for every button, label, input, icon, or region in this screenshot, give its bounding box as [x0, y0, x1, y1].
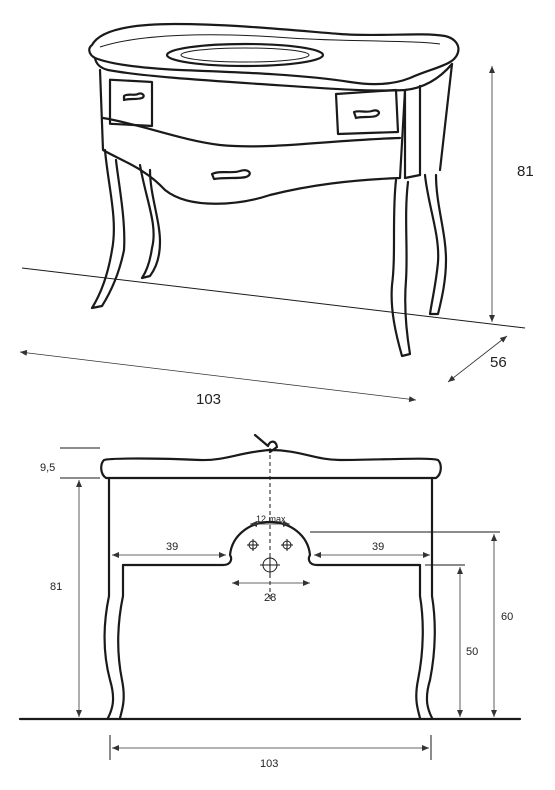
leg-front-left [90, 148, 126, 310]
total-height-label: 81 [50, 581, 62, 593]
leg-height-label: 50 [466, 646, 478, 658]
depth-dim-line [447, 335, 508, 383]
depth-label: 56 [490, 354, 507, 371]
leg-front-right [390, 178, 412, 358]
width-dim-line [19, 349, 417, 403]
drawer-right [334, 88, 400, 136]
front-width-label: 103 [260, 758, 278, 770]
arch-height-label: 60 [501, 611, 513, 623]
handle-right [352, 109, 381, 120]
front-countertop [100, 448, 442, 480]
drain-spacing-label: 28 [264, 592, 276, 604]
right-offset-label: 39 [372, 541, 384, 553]
basin-opening [165, 42, 325, 68]
left-offset-label: 39 [166, 541, 178, 553]
leg-back-left [138, 163, 162, 280]
handle-left [122, 92, 145, 102]
perspective-vanity: 81 56 103 [19, 22, 534, 408]
leg-back-right [423, 173, 448, 316]
faucet [253, 433, 279, 454]
handle-center [210, 169, 251, 181]
cabinet-body [98, 68, 407, 205]
plumbing-holes [247, 448, 293, 600]
front-view-vanity: 12 max 39 39 28 9,5 81 60 50 103 [18, 433, 522, 770]
top-thickness-label: 9,5 [40, 462, 55, 474]
drawer-left [108, 78, 154, 128]
pipe-max-label: 12 max [256, 514, 286, 524]
height-label: 81 [517, 163, 534, 180]
front-body [103, 476, 115, 720]
countertop [88, 22, 460, 86]
width-label: 103 [196, 391, 221, 408]
